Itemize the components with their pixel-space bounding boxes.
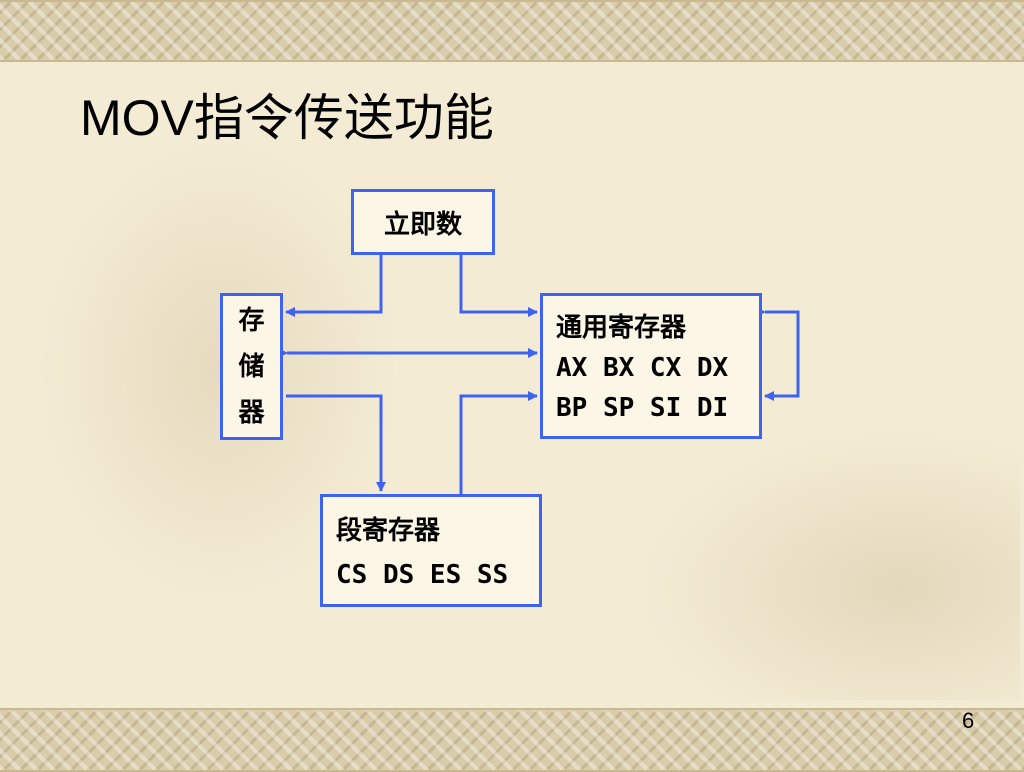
memory-char: 储 xyxy=(238,351,265,382)
top-decorative-border xyxy=(0,0,1024,62)
memory-char: 器 xyxy=(238,397,265,428)
gpr-row: BP SP SI DI xyxy=(556,393,729,423)
bottom-decorative-border xyxy=(0,708,1024,772)
arrow-immediate-to-gpr xyxy=(459,255,538,317)
arrow-gpr-loop xyxy=(756,307,800,401)
immediate-box: 立即数 xyxy=(351,189,495,255)
plum-branch-watermark xyxy=(620,420,1020,700)
segment-registers-box: 段寄存器 CS DS ES SS xyxy=(320,494,542,607)
general-registers-box: 通用寄存器 AX BX CX DX BP SP SI DI xyxy=(540,293,762,439)
gpr-title: 通用寄存器 xyxy=(556,313,687,343)
memory-char: 存 xyxy=(238,305,265,336)
arrow-immediate-to-memory xyxy=(285,255,383,317)
arrow-memory-to-seg xyxy=(286,394,386,492)
slide-number: 6 xyxy=(962,708,975,733)
memory-box: 存 储 器 xyxy=(220,293,283,440)
immediate-label: 立即数 xyxy=(383,209,462,240)
slide-title: MOV指令传送功能 xyxy=(80,90,494,146)
arrow-seg-to-gpr xyxy=(459,391,538,494)
seg-row: CS DS ES SS xyxy=(336,560,509,590)
seg-title: 段寄存器 xyxy=(336,516,441,546)
gpr-row: AX BX CX DX xyxy=(556,353,729,383)
